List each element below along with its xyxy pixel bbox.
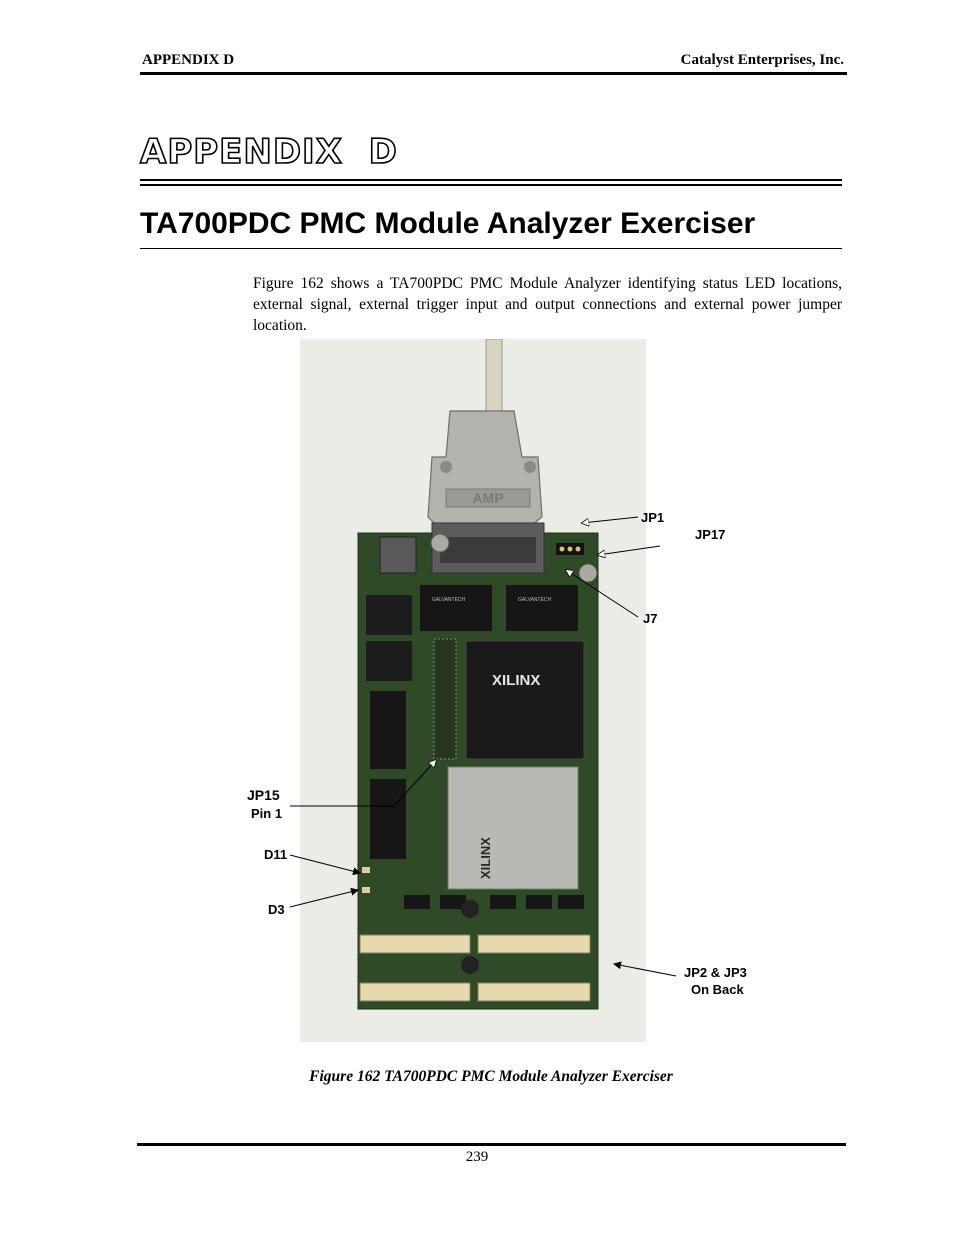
title-double-rule-bottom <box>140 184 842 186</box>
callout-d11 <box>289 854 361 876</box>
appendix-title: APPENDIX D <box>139 131 398 173</box>
board-photo: AMP GALVANTECH GALVANTECH <box>300 338 646 1042</box>
label-d11: D11 <box>264 847 288 862</box>
mounting-hole-top-right <box>578 563 598 583</box>
sram-chip-right <box>506 585 578 631</box>
led-d11 <box>362 867 370 873</box>
page-header-right: Catalyst Enterprises, Inc. <box>680 52 844 68</box>
pmc-connector-3 <box>359 982 471 1002</box>
label-pin1: Pin 1 <box>251 806 283 821</box>
pmc-connector-1 <box>359 934 471 954</box>
hood-screw-left <box>440 461 452 473</box>
header-rule <box>140 72 847 75</box>
sram-chip-left-vertical-1 <box>370 691 406 769</box>
callout-jp17 <box>598 545 661 555</box>
pmc-connector-4 <box>477 982 591 1002</box>
ic-bottom-3 <box>490 895 516 909</box>
hood-screw-right <box>524 461 536 473</box>
ic-bottom-1 <box>404 895 430 909</box>
standoff-center <box>461 900 479 918</box>
xilinx-fpga-top-label: XILINX <box>492 672 540 689</box>
sram-chip-left-brand: GALVANTECH <box>432 597 466 603</box>
label-jp2-jp3: JP2 & JP3 <box>684 965 747 980</box>
figure-caption: Figure 162 TA700PDC PMC Module Analyzer … <box>309 1068 673 1085</box>
callout-jp15-pointer <box>393 760 436 807</box>
sram-chip-left-vertical-3 <box>366 641 412 681</box>
page-number: 239 <box>465 1149 489 1165</box>
xilinx-fpga-bottom <box>447 766 579 890</box>
ic-bottom-2 <box>440 895 466 909</box>
body-paragraph: Figure 162 shows a TA700PDC PMC Module A… <box>253 275 842 334</box>
led-d3 <box>362 887 370 893</box>
callout-jp2-jp3 <box>613 961 677 977</box>
label-jp1: JP1 <box>641 510 665 525</box>
sram-chip-right-brand: GALVANTECH <box>518 597 552 603</box>
callout-d3 <box>289 887 359 908</box>
jp17-pin-2 <box>567 546 573 552</box>
xilinx-fpga-top <box>465 640 585 760</box>
mounting-hole-top-left <box>430 533 450 553</box>
label-jp15: JP15 <box>247 787 280 803</box>
jp17-pin-1 <box>559 546 565 552</box>
label-jp17: JP17 <box>695 527 726 542</box>
small-chip-left <box>366 595 412 635</box>
ic-bottom-4 <box>526 895 552 909</box>
power-jack <box>379 536 417 574</box>
amp-marking: AMP <box>472 490 503 506</box>
pmc-connector-2 <box>477 934 591 954</box>
section-rule <box>140 248 842 249</box>
standoff-bottom <box>461 956 479 974</box>
scsi-receptacle-inner <box>440 537 536 563</box>
title-double-rule-top <box>140 179 842 181</box>
callout-jp1 <box>582 516 639 523</box>
sram-chip-left <box>420 585 492 631</box>
ic-bottom-5 <box>558 895 584 909</box>
pin-header-column <box>433 638 457 760</box>
footer-rule <box>137 1143 846 1146</box>
sram-chip-left-vertical-2 <box>370 779 406 859</box>
callout-j7 <box>566 570 639 618</box>
jp17-pin-3 <box>575 546 581 552</box>
xilinx-fpga-bottom-label: XILINX <box>478 837 493 879</box>
board-illustration: AMP GALVANTECH GALVANTECH <box>357 338 599 1010</box>
label-d3: D3 <box>268 902 285 917</box>
section-title: TA700PDC PMC Module Analyzer Exerciser <box>140 207 756 240</box>
label-on-back: On Back <box>691 982 744 997</box>
label-j7: J7 <box>643 611 658 626</box>
page-header-left: APPENDIX D <box>142 52 235 68</box>
connector-hood-band <box>445 488 531 508</box>
